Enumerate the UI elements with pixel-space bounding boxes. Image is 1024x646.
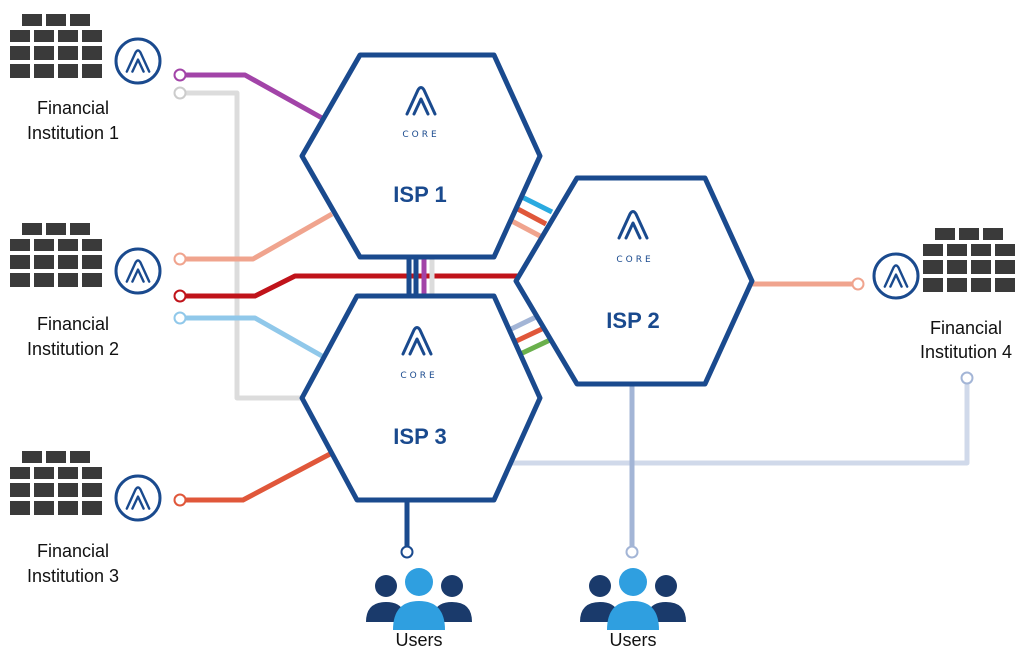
link-fi3-isp3 [186,451,332,503]
core-logo-text: CORE [400,371,437,381]
building-icon [10,14,102,78]
institution-name-line2: Institution 3 [27,566,119,586]
isp2-node: CORE ISP 2 [513,175,755,387]
users-label: Users [609,630,656,646]
connector-dot [173,68,187,82]
institution-name-line1: Financial [37,541,109,561]
link-isp1-isp2-cyan [518,193,554,215]
link-fi2-isp1 [186,211,334,262]
institution-2: Financial Institution 2 [10,223,162,359]
core-logo-text: CORE [616,255,653,265]
isp1-node: CORE ISP 1 [299,52,543,260]
link-fi2-isp3 [186,315,324,359]
building-icon [10,451,102,515]
isp2-label: ISP 2 [606,308,659,333]
link-fi1-isp3 [186,90,302,401]
connector-dot [960,371,974,385]
connector-dot [173,86,187,100]
institution-name-line2: Institution 4 [920,342,1012,362]
institution-name-line1: Financial [37,98,109,118]
institution-1: Financial Institution 1 [10,14,162,143]
connector-dot [173,289,187,303]
connector-dot [851,277,865,291]
users-group-isp3: Users [366,568,472,646]
connector-dot [173,493,187,507]
isp3-node: CORE ISP 3 [299,293,543,503]
institution-4: Financial Institution 4 [872,228,1015,362]
isp3-label: ISP 3 [393,424,446,449]
connector-dot [400,545,414,559]
link-isp3-fi4 [508,382,970,466]
users-icon [580,568,686,630]
users-group-isp2: Users [580,568,686,646]
connector-dot [173,252,187,266]
link-isp1-isp2-orange [512,204,548,227]
isp1-label: ISP 1 [393,182,446,207]
link-isp1-isp2-salmon [506,216,542,239]
users-label: Users [395,630,442,646]
connector-dot [173,311,187,325]
institution-3: Financial Institution 3 [10,451,162,586]
link-fi1-isp1 [186,72,324,121]
institution-name-line2: Institution 2 [27,339,119,359]
institution-name-line1: Financial [37,314,109,334]
connector-dot [625,545,639,559]
building-icon [10,223,102,287]
institution-name-line2: Institution 1 [27,123,119,143]
building-icon [923,228,1015,292]
users-icon [366,568,472,630]
core-logo-text: CORE [402,130,439,140]
institution-name-line1: Financial [930,318,1002,338]
